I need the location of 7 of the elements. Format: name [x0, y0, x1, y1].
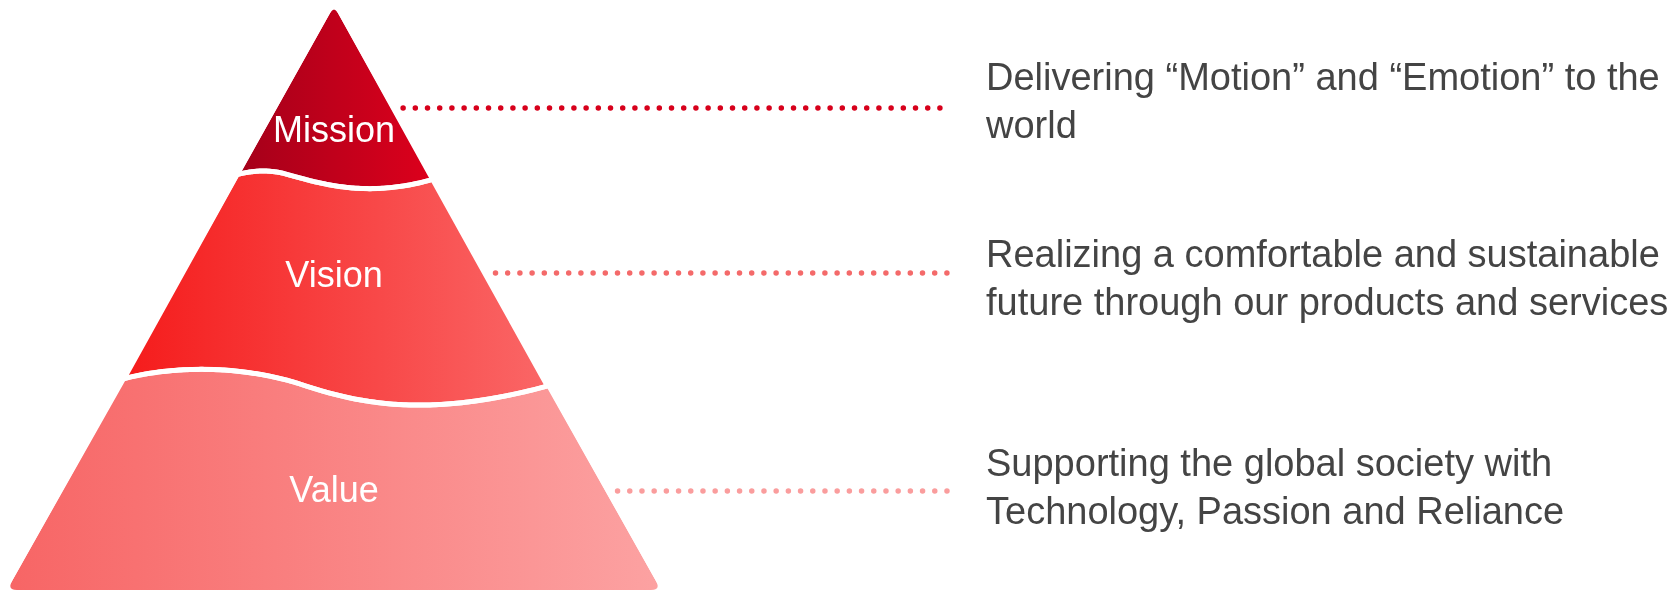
pyramid-tier	[128, 173, 544, 403]
description-text: Delivering “Motion” and “Emotion” to the world	[986, 53, 1678, 149]
tier-label: Value	[289, 470, 379, 510]
description-text: Realizing a comfortable and sustainable future through our products and services	[986, 230, 1678, 326]
description-text: Supporting the global society with Technology, Passion and Reliance	[986, 439, 1678, 535]
tier-label: Vision	[285, 255, 383, 295]
tier-label: Mission	[273, 110, 395, 150]
